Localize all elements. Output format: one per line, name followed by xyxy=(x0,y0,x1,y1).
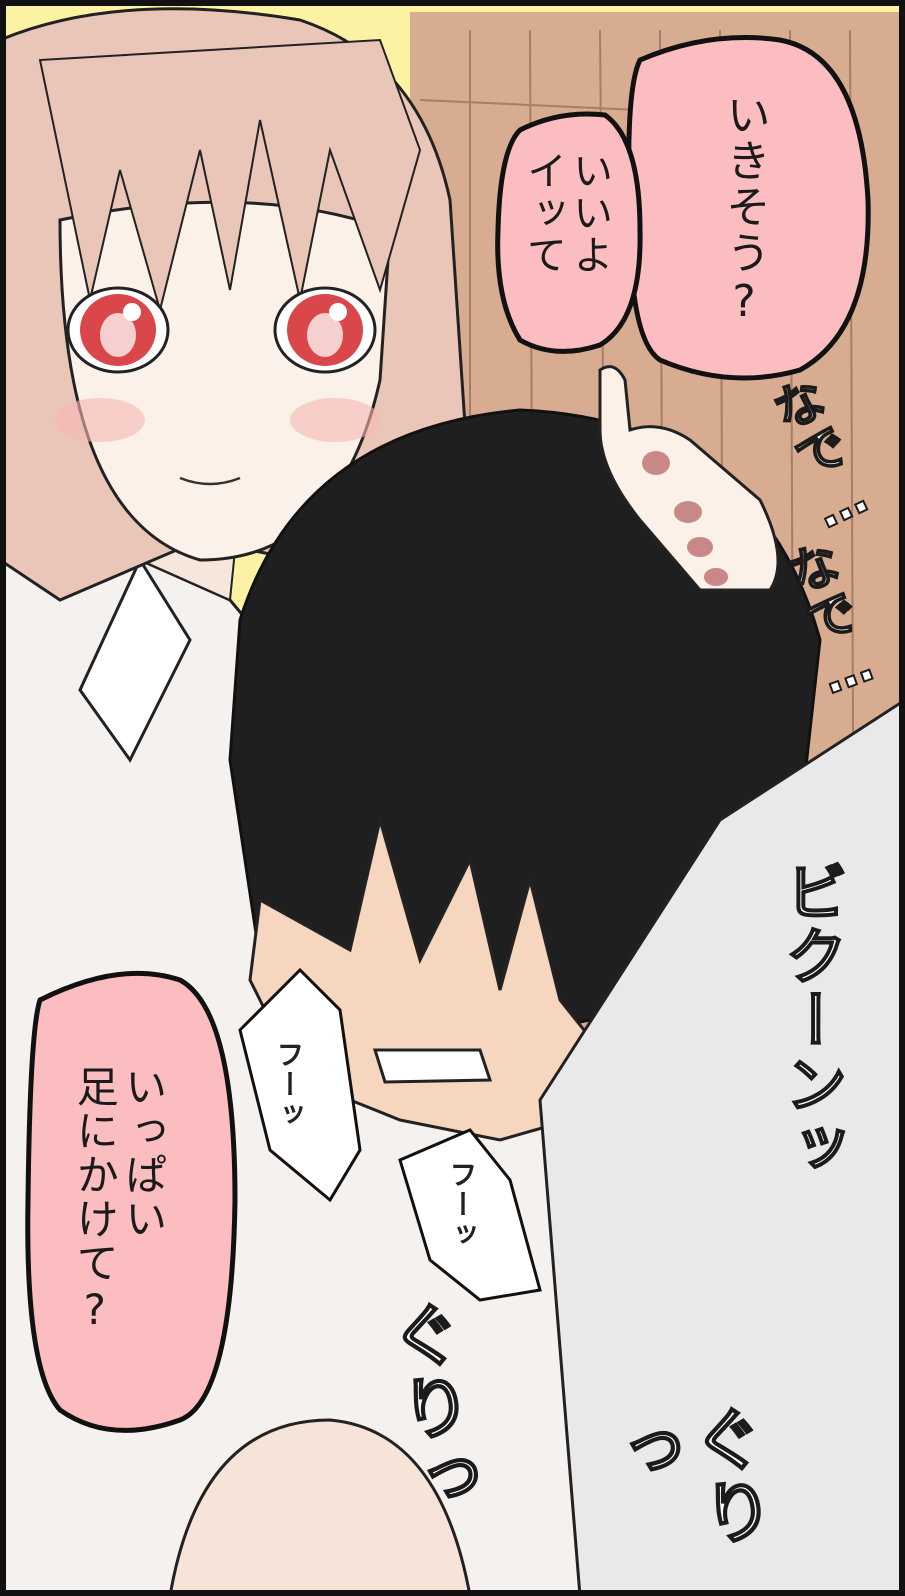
blush-right xyxy=(290,398,380,442)
blush-left xyxy=(55,398,145,442)
sfx-burst-2 xyxy=(398,1128,542,1302)
sfx-burst-1 xyxy=(238,967,362,1203)
speech-bubble-2 xyxy=(495,111,643,354)
girl-hand xyxy=(598,365,780,592)
shirt-collar xyxy=(78,556,192,763)
speech-text-3: いっぱい 足にかけて? xyxy=(70,1065,168,1336)
girl-knee xyxy=(168,1418,472,1596)
sfx-fuu-2: フーッ xyxy=(445,1160,479,1250)
boy-teeth xyxy=(372,1048,493,1084)
girl-eyes xyxy=(66,286,377,374)
sfx-biku: ビクーンッ xyxy=(773,859,848,1181)
speech-text-2: いいよ イッて xyxy=(520,150,612,276)
speech-text-1: いきそう? xyxy=(718,92,770,329)
boy-shirt xyxy=(538,698,905,1596)
girl-mouth xyxy=(179,476,241,486)
girl-bangs xyxy=(38,38,422,314)
sfx-guri-2: ぐりっ xyxy=(596,1399,779,1555)
speech-bubble-3 xyxy=(25,970,238,1433)
sfx-fuu-1: フーッ xyxy=(272,1040,306,1130)
